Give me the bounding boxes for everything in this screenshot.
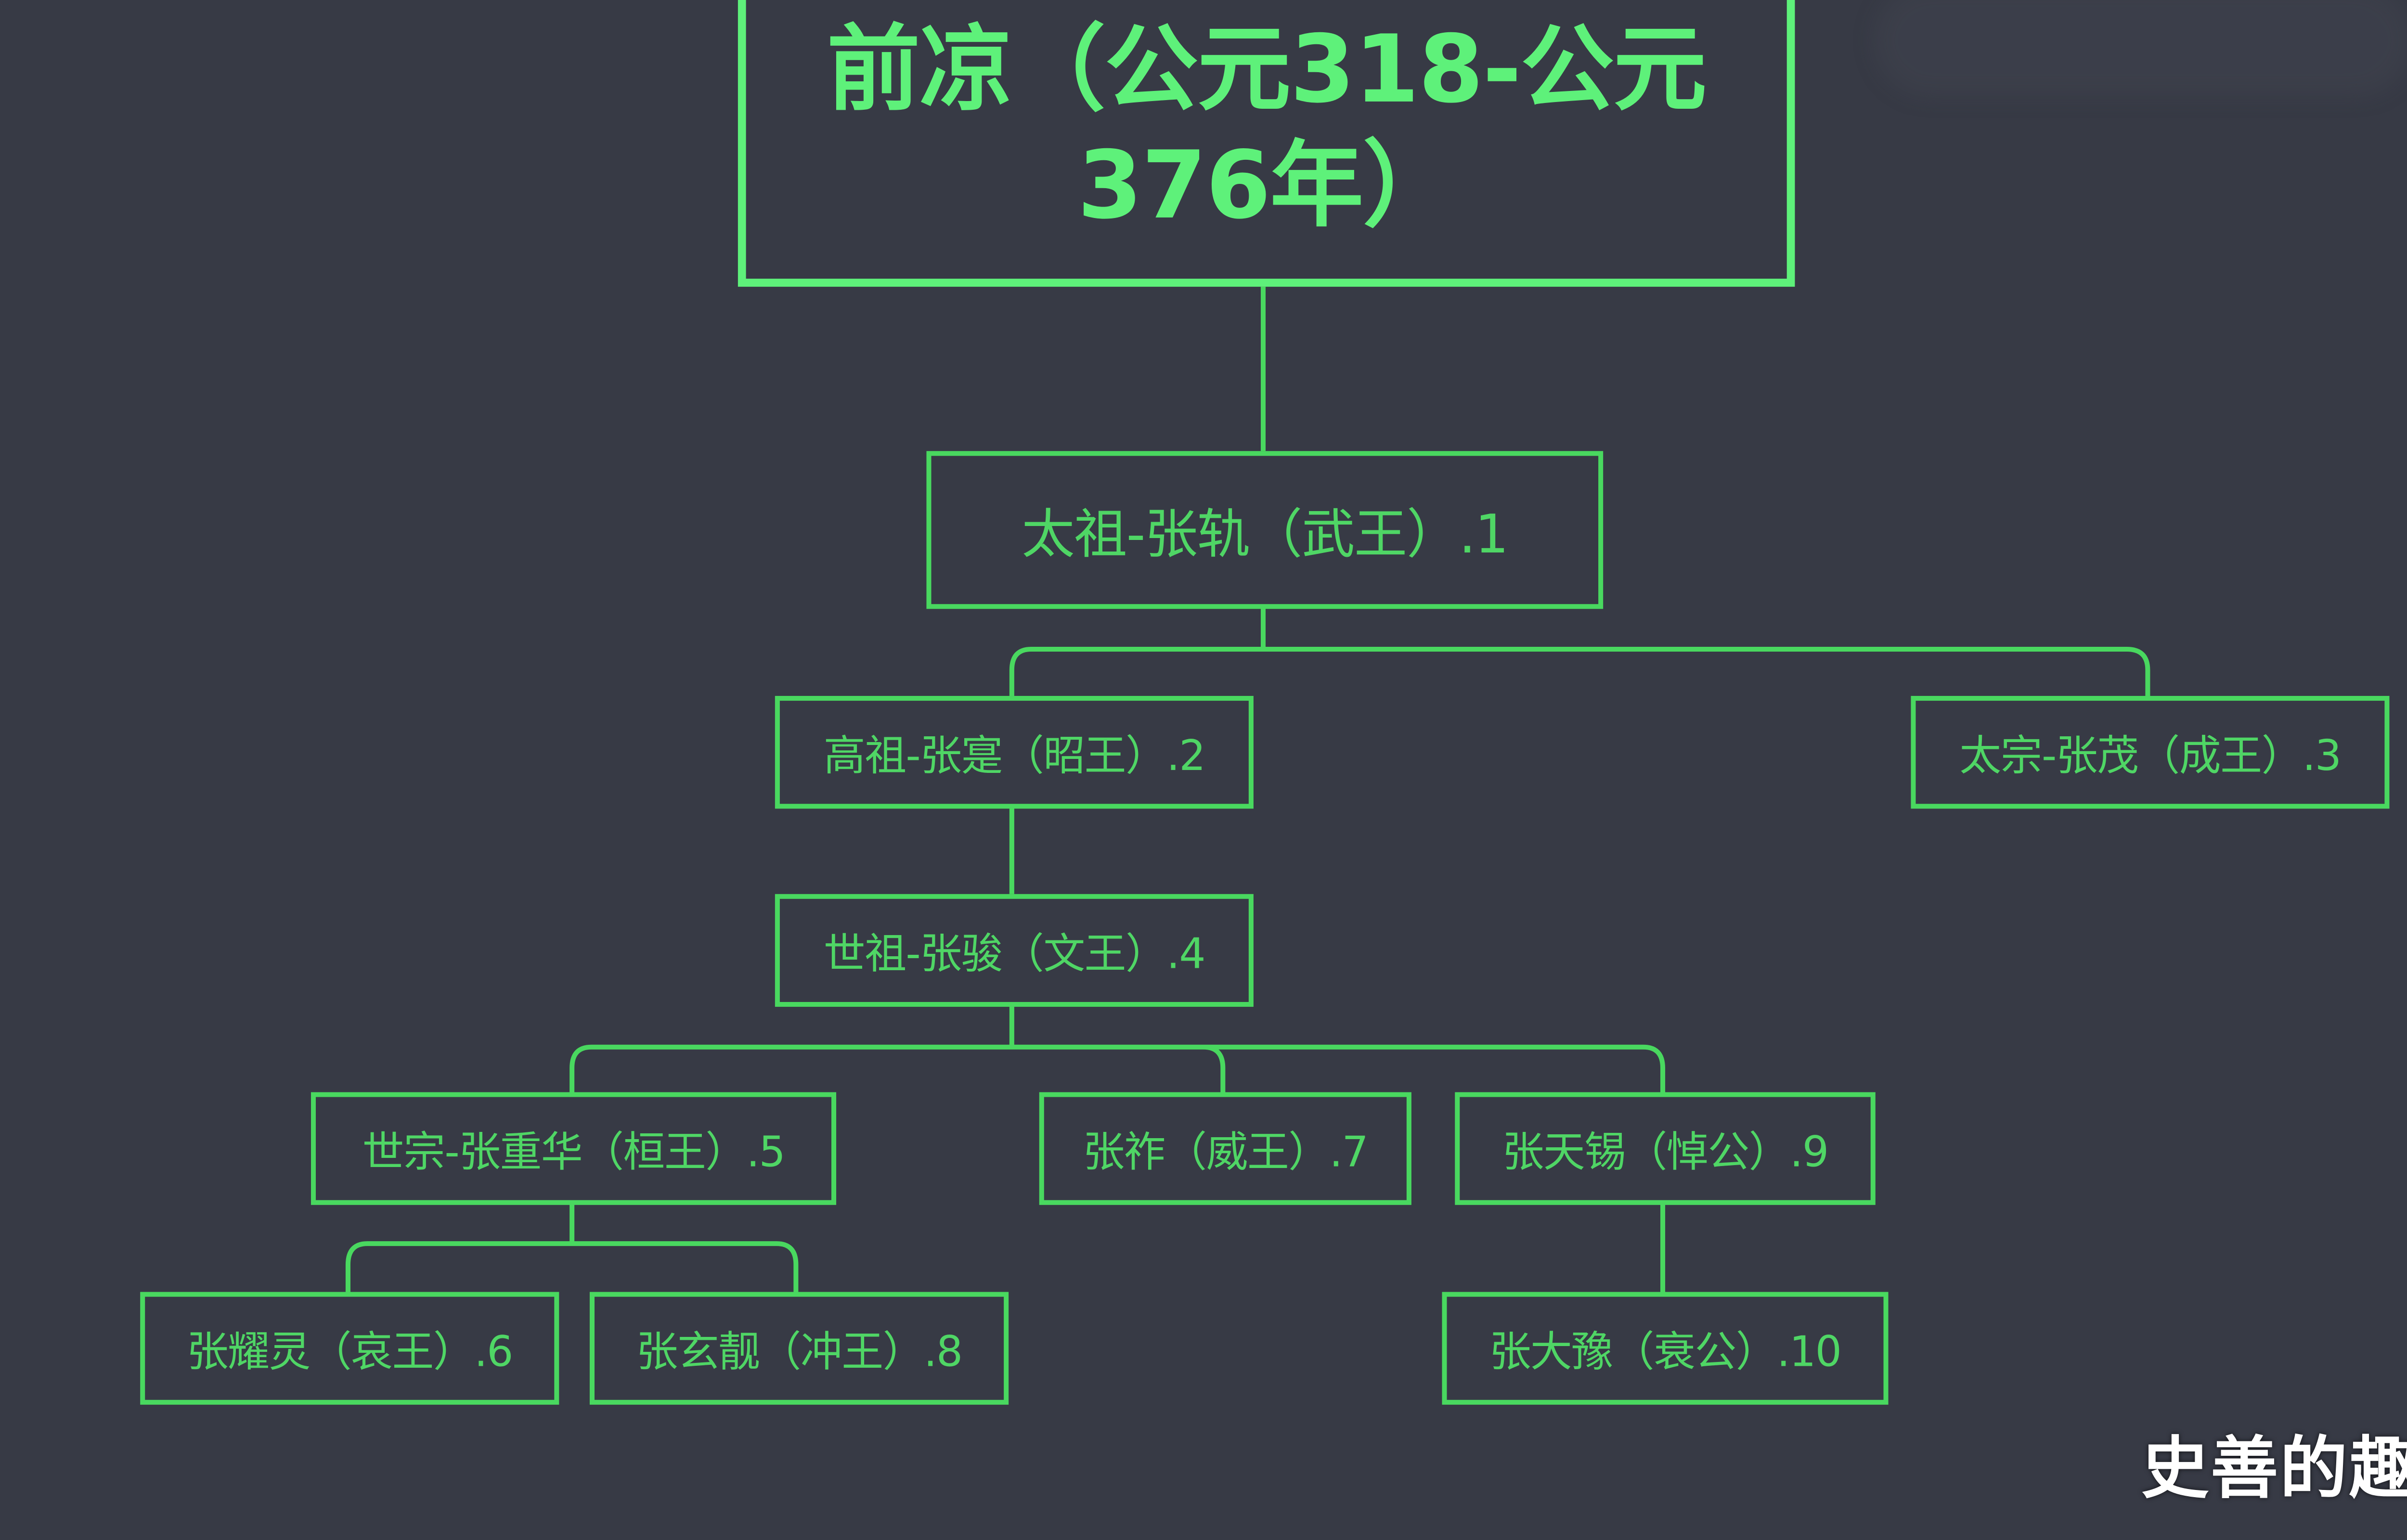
root-title-line1: 前凉（公元318-公元	[827, 14, 1707, 125]
node-3: 太宗-张茂（成王）.3	[1911, 696, 2390, 809]
node-6: 张耀灵（哀王）.6	[140, 1292, 559, 1405]
node-5: 世宗-张重华（桓王）.5	[311, 1092, 837, 1205]
node-1: 太祖-张轨（武王）.1	[926, 451, 1604, 609]
connector-1-children	[1009, 607, 2150, 696]
node-9-label: 张天锡（悼公）.9	[1502, 1128, 1829, 1177]
node-9: 张天锡（悼公）.9	[1455, 1092, 1876, 1205]
root-title-line2: 376年）	[1077, 130, 1456, 240]
node-3-label: 太宗-张茂（成王）.3	[1959, 732, 2342, 781]
watermark-text: 史善的趣水	[2141, 1429, 2407, 1508]
connector-5-children	[345, 1202, 799, 1292]
node-4: 世祖-张骏（文王）.4	[775, 894, 1254, 1007]
node-6-label: 张耀灵（哀王）.6	[186, 1328, 514, 1377]
node-1-label: 太祖-张轨（武王）.1	[1022, 502, 1509, 565]
node-10: 张大豫（衰公）.10	[1442, 1292, 1889, 1405]
node-8-label: 张玄靓（冲王）.8	[636, 1328, 963, 1377]
node-8: 张玄靓（冲王）.8	[589, 1292, 1009, 1405]
node-10-label: 张大豫（衰公）.10	[1489, 1328, 1842, 1377]
root-node-former-liang: 前凉（公元318-公元 376年）	[738, 0, 1795, 287]
node-7: 张祚（威王）.7	[1039, 1092, 1411, 1205]
node-7-label: 张祚（威王）.7	[1083, 1128, 1368, 1177]
node-4-label: 世祖-张骏（文王）.4	[823, 930, 1206, 979]
node-5-label: 世宗-张重华（桓王）.5	[362, 1128, 786, 1177]
connector-4-children	[569, 1005, 1666, 1092]
node-2: 高祖-张寔（昭王）.2	[775, 696, 1254, 809]
blurred-overlay	[1874, 0, 2407, 97]
node-2-label: 高祖-张寔（昭王）.2	[823, 732, 1206, 781]
